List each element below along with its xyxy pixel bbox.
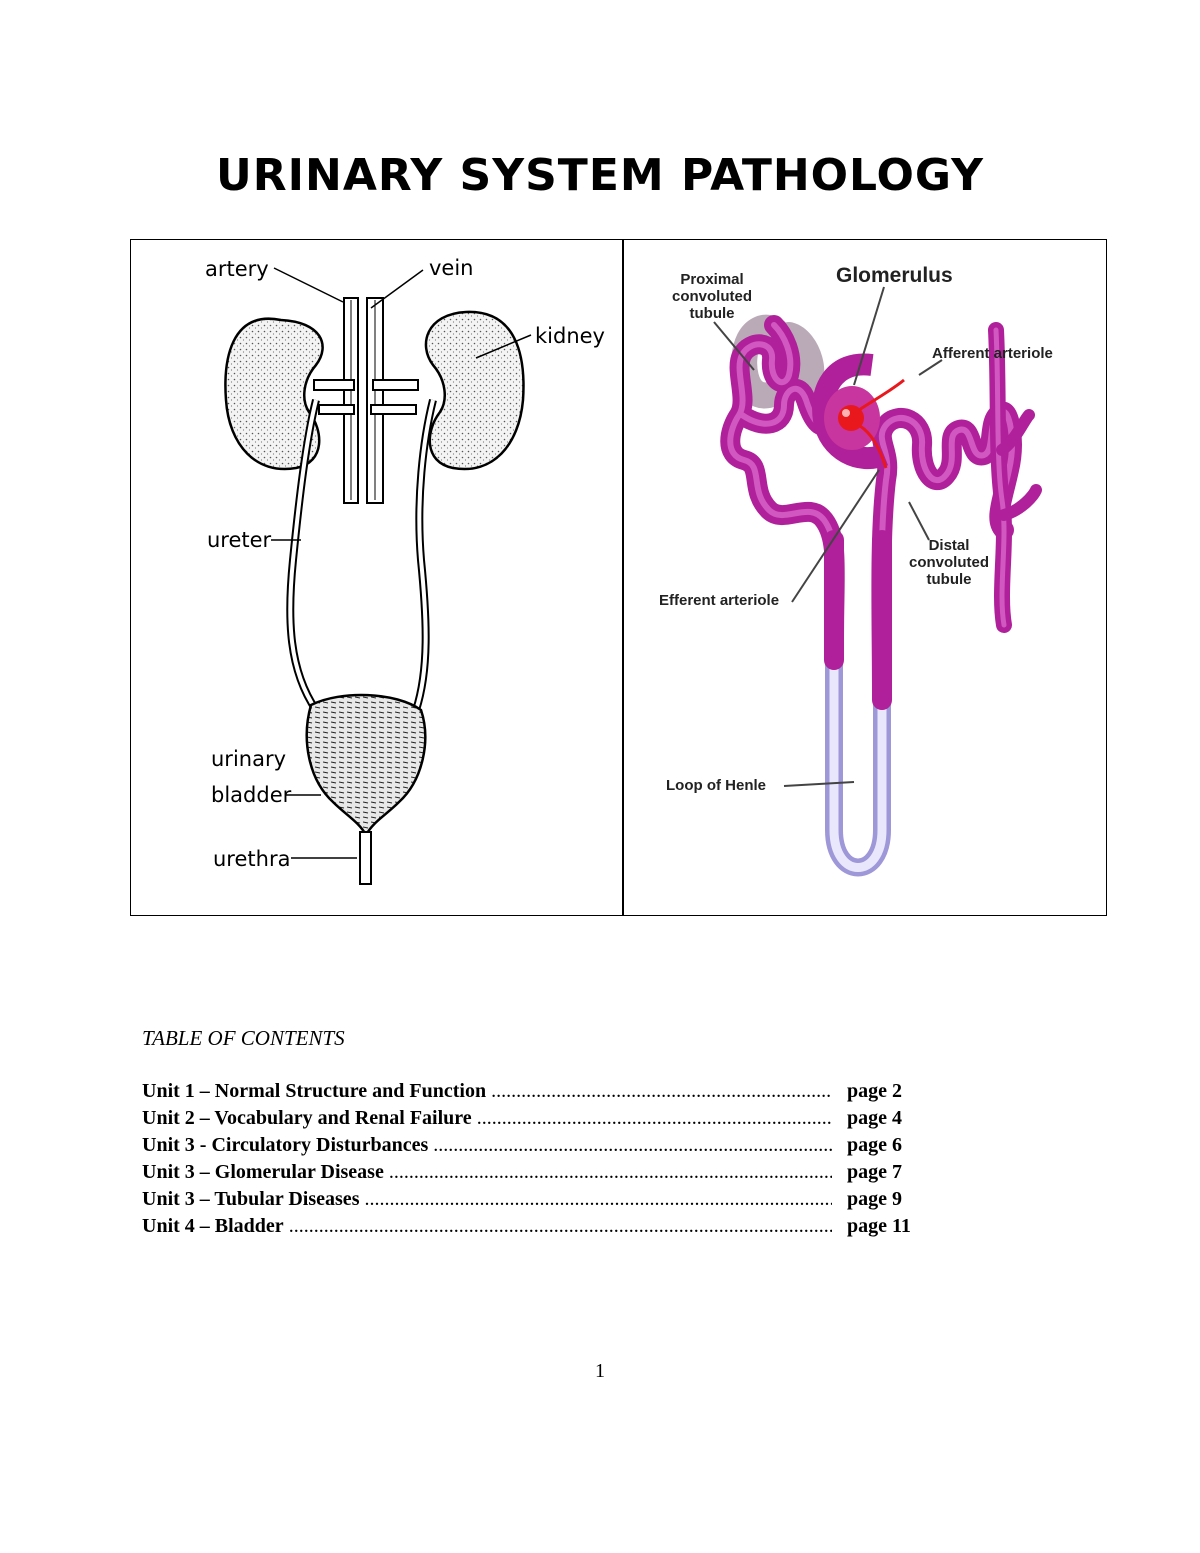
nephron-figure: Proximal convoluted tubule Glomerulus Af…	[624, 240, 1106, 915]
loop-of-henle-label: Loop of Henle	[666, 777, 766, 794]
distal-label-2: convoluted	[909, 554, 989, 571]
table-of-contents: Unit 1 – Normal Structure and Function p…	[142, 1080, 942, 1242]
proximal-label-1: Proximal	[680, 271, 743, 288]
vein-label: vein	[429, 256, 474, 280]
toc-entry-label: Unit 2 – Vocabulary and Renal Failure	[142, 1107, 832, 1130]
bladder-drawing	[305, 693, 427, 838]
urethra-label: urethra	[213, 847, 290, 871]
toc-entry: Unit 1 – Normal Structure and Function p…	[142, 1080, 942, 1107]
leader-lines	[271, 267, 532, 859]
toc-entry: Unit 2 – Vocabulary and Renal Failure pa…	[142, 1107, 942, 1134]
toc-entry: Unit 3 - Circulatory Disturbances page 6	[142, 1134, 942, 1161]
document-title: URINARY SYSTEM PATHOLOGY	[216, 150, 984, 201]
toc-entry-page: page 2	[847, 1080, 902, 1102]
glomerulus-label: Glomerulus	[836, 264, 953, 287]
distal-label-3: tubule	[927, 571, 972, 588]
toc-entry-label: Unit 1 – Normal Structure and Function	[142, 1080, 832, 1103]
toc-entry: Unit 3 – Tubular Diseases page 9	[142, 1188, 942, 1215]
urinary-label: urinary	[211, 747, 286, 771]
toc-entry-label: Unit 3 – Glomerular Disease	[142, 1161, 832, 1184]
toc-entry-label: Unit 3 – Tubular Diseases	[142, 1188, 832, 1211]
toc-entry-page: page 7	[847, 1161, 902, 1183]
left-kidney	[224, 317, 324, 471]
proximal-label-2: convoluted	[672, 288, 752, 305]
toc-entry-page: page 6	[847, 1134, 902, 1156]
artery-label: artery	[205, 257, 269, 281]
toc-entry-page: page 4	[847, 1107, 902, 1129]
ureter-label: ureter	[207, 528, 272, 552]
page-number: 1	[595, 1360, 605, 1382]
urethra-drawing	[359, 831, 372, 885]
right-kidney	[424, 310, 525, 471]
toc-entry-page: page 11	[847, 1215, 911, 1237]
toc-heading: TABLE OF CONTENTS	[142, 1026, 345, 1050]
figure-table: artery vein kidney ureter urinary bladde…	[130, 239, 1107, 916]
kidney-label: kidney	[535, 324, 605, 348]
label-arrows	[713, 286, 943, 787]
glomerulus-drawing	[812, 353, 905, 470]
toc-entry: Unit 3 – Glomerular Disease page 7	[142, 1161, 942, 1188]
toc-entry-page: page 9	[847, 1188, 902, 1210]
urinary-system-figure: artery vein kidney ureter urinary bladde…	[131, 240, 622, 915]
proximal-label-3: tubule	[690, 305, 735, 322]
distal-label-1: Distal	[929, 537, 970, 554]
bladder-label: bladder	[211, 783, 292, 807]
efferent-label: Efferent arteriole	[659, 592, 779, 609]
nephron-drawing: Proximal convoluted tubule Glomerulus Af…	[659, 264, 1053, 877]
toc-entry-label: Unit 3 - Circulatory Disturbances	[142, 1134, 832, 1157]
figure-divider	[622, 240, 624, 915]
great-vessels	[313, 297, 419, 504]
urinary-system-drawing: artery vein kidney ureter urinary bladde…	[205, 256, 605, 885]
afferent-label: Afferent arteriole	[932, 345, 1053, 362]
toc-entry: Unit 4 – Bladder page 11	[142, 1215, 942, 1242]
toc-entry-label: Unit 4 – Bladder	[142, 1215, 832, 1238]
